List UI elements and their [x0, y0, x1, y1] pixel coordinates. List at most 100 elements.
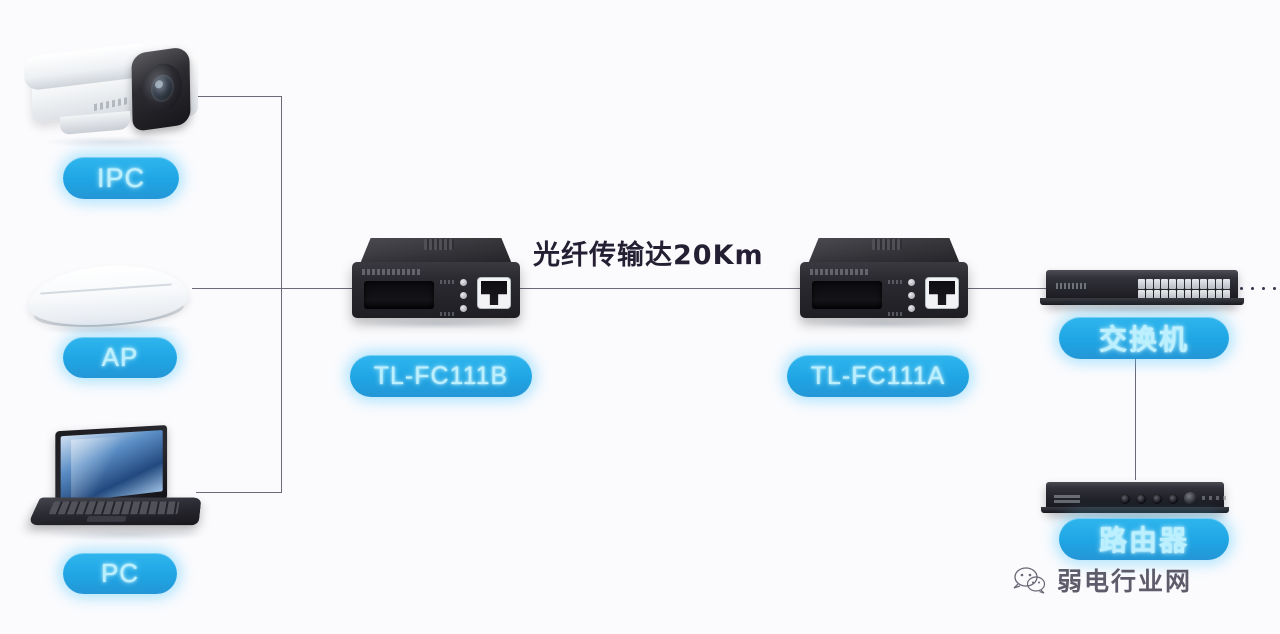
link-ap-to-converter-b — [192, 288, 354, 289]
converter-a-led-link — [908, 292, 915, 299]
router-led — [1202, 496, 1205, 500]
converter-a-top-shell — [808, 238, 960, 264]
router-brand-mark — [1054, 493, 1080, 503]
wireless-ap — [26, 258, 198, 338]
watermark-text: 弱电行业网 — [1057, 567, 1193, 596]
switch-port — [1161, 279, 1168, 289]
switch-port — [1215, 289, 1223, 299]
router-port — [1120, 494, 1130, 504]
converter-b-rj45-jack — [481, 281, 507, 305]
switch-port — [1169, 279, 1176, 289]
media-converter-b — [352, 238, 522, 330]
link-converter-a-to-switch — [968, 288, 1048, 289]
switch-port — [1145, 279, 1153, 289]
ap-housing — [26, 260, 190, 330]
switch-port — [1138, 289, 1145, 299]
router-port — [1136, 494, 1146, 504]
network-switch — [1040, 266, 1244, 316]
switch-port — [1161, 289, 1168, 299]
link-switch-uplink-dotted — [1236, 287, 1280, 290]
converter-b-led-act — [460, 305, 467, 312]
camera-brand-mark — [94, 96, 128, 112]
converter-a-led-group — [888, 279, 920, 316]
label-converter-a: TL-FC111A — [787, 355, 969, 397]
router-led — [1216, 496, 1219, 500]
converter-b-brand-mark — [362, 269, 420, 275]
switch-port — [1200, 289, 1207, 299]
switch-port — [1192, 289, 1199, 299]
converter-a-led-label-2 — [888, 312, 904, 316]
converter-a-rj45-jack — [929, 281, 955, 305]
media-converter-a — [800, 238, 970, 330]
laptop-screen — [60, 430, 163, 504]
switch-port — [1184, 279, 1192, 289]
switch-port — [1138, 279, 1145, 289]
switch-port — [1207, 279, 1215, 289]
camera-lens-housing — [131, 46, 191, 132]
switch-port — [1176, 279, 1184, 289]
ap-shadow — [38, 324, 183, 335]
converter-b-led-power — [460, 279, 467, 286]
switch-port — [1176, 289, 1184, 299]
router-port — [1152, 494, 1162, 504]
laptop-touchpad — [86, 515, 127, 522]
link-ipc-to-trunk — [186, 96, 282, 97]
wechat-logo-icon — [1013, 567, 1046, 594]
laptop-screen-glare — [71, 436, 127, 500]
switch-port — [1207, 289, 1215, 299]
router — [1041, 478, 1229, 524]
switch-port — [1200, 279, 1207, 289]
converter-a-rj45-port — [926, 278, 958, 308]
link-fiber-b-to-a — [520, 288, 803, 289]
label-ipc: IPC — [63, 157, 179, 199]
converter-a-led-power — [908, 279, 915, 286]
switch-port — [1215, 279, 1223, 289]
switch-chassis — [1040, 270, 1244, 305]
router-port — [1168, 494, 1178, 504]
label-router: 路由器 — [1059, 518, 1229, 560]
switch-port — [1192, 279, 1199, 289]
switch-port — [1223, 279, 1230, 289]
router-led — [1223, 496, 1226, 500]
router-front-lip — [1041, 507, 1229, 513]
fiber-distance-annotation: 光纤传输达20Km — [533, 240, 764, 271]
ip-camera — [14, 28, 214, 153]
camera-bezel — [141, 61, 183, 115]
laptop-pc — [27, 425, 222, 546]
switch-front-lip — [1040, 298, 1244, 305]
switch-port — [1223, 289, 1230, 299]
laptop-shadow — [46, 528, 206, 541]
router-led-group — [1202, 496, 1226, 500]
router-port-array — [1120, 494, 1194, 504]
trunk-bus-vertical — [281, 96, 282, 492]
converter-a-shadow — [804, 318, 966, 329]
switch-port — [1153, 289, 1161, 299]
converter-a-led-act — [908, 305, 915, 312]
switch-port — [1169, 289, 1176, 299]
label-ap: AP — [63, 337, 177, 378]
switch-port-array — [1138, 279, 1230, 299]
converter-b-rj45-port — [478, 278, 510, 308]
laptop-keyboard — [48, 501, 180, 515]
router-chassis — [1041, 482, 1229, 513]
switch-brand-mark — [1056, 283, 1086, 289]
converter-a-front-panel — [800, 262, 968, 318]
converter-b-led-label-2 — [440, 312, 456, 316]
label-pc: PC — [63, 553, 177, 594]
converter-b-led-link — [460, 292, 467, 299]
converter-b-vent — [424, 239, 454, 250]
converter-a-brand-mark — [810, 269, 868, 275]
watermark: 弱电行业网 — [1012, 562, 1192, 598]
camera-lens — [150, 73, 175, 104]
switch-port — [1184, 289, 1192, 299]
camera-shadow — [44, 136, 184, 148]
link-switch-to-router — [1135, 358, 1136, 480]
converter-b-shadow — [356, 318, 518, 329]
converter-b-front-panel — [352, 262, 520, 318]
converter-a-fiber-port — [812, 281, 882, 309]
converter-b-top-shell — [360, 238, 512, 264]
label-converter-b: TL-FC111B — [350, 355, 532, 397]
laptop-base — [27, 497, 202, 526]
router-shadow — [1052, 512, 1224, 522]
